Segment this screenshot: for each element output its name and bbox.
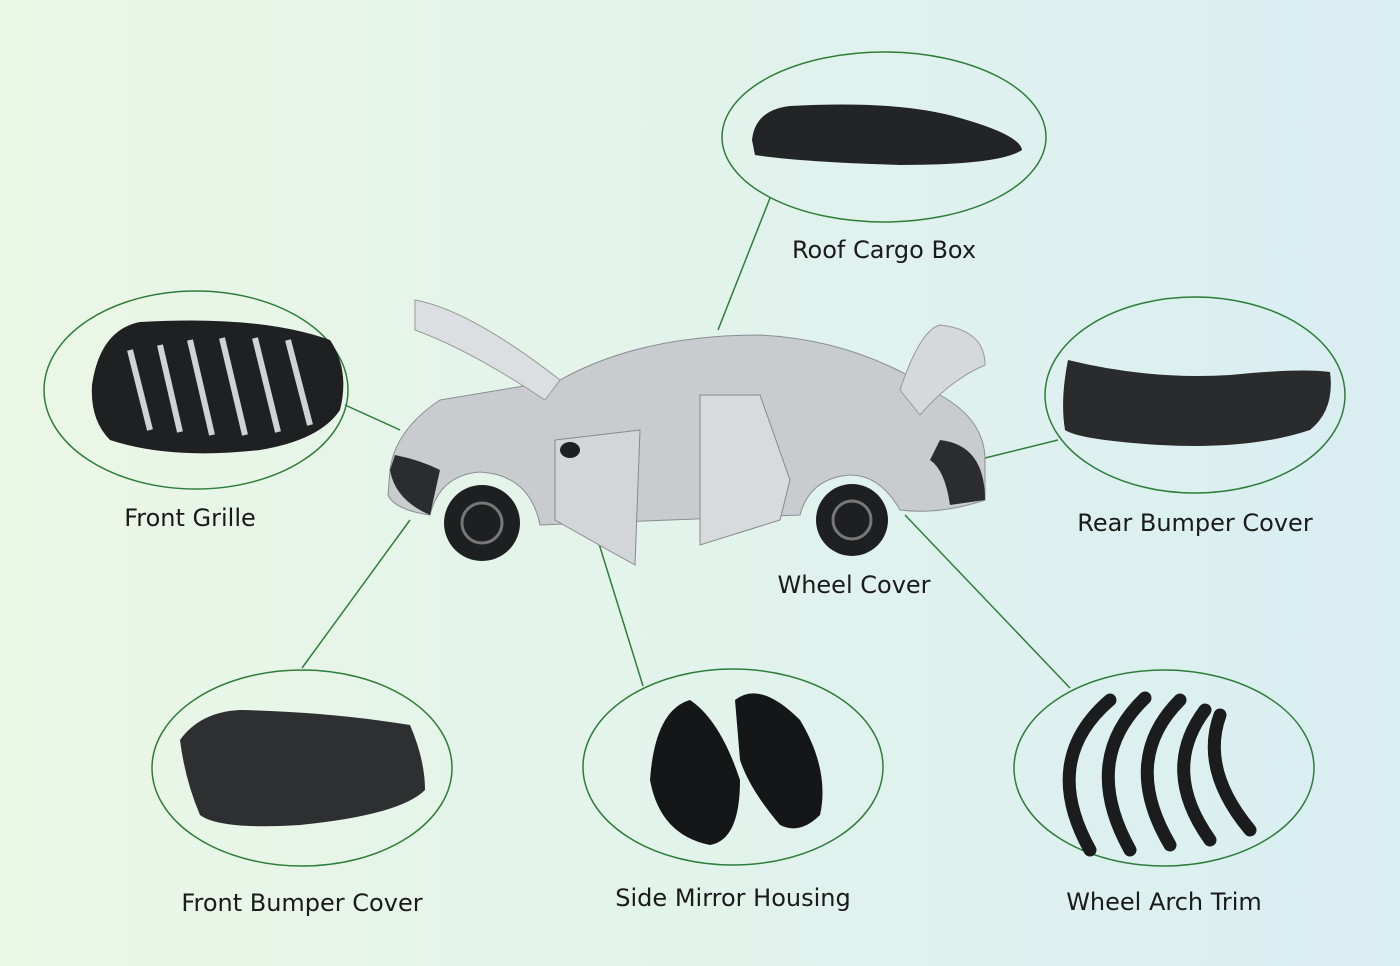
connector-rear [984,439,1059,459]
ellipse-rear [1044,296,1346,494]
front-bumper-image [180,710,425,827]
label-roof-cargo-box: Roof Cargo Box [791,236,977,264]
label-side-mirror-housing: Side Mirror Housing [615,884,851,912]
side-mirror [560,442,580,458]
car-image [387,299,986,566]
rear-bumper-image [1063,360,1331,446]
connector-grille [344,404,401,431]
front-grille-image [91,320,344,454]
ellipse-mirror [582,668,884,866]
connector-front-bumper [301,519,411,669]
wheel-arch-trim-image [1062,691,1257,857]
front-wheel [444,485,520,561]
roof-cargo-box-image [752,104,1022,165]
ellipse-roof [721,51,1047,223]
ellipse-wheel-arch [1013,669,1315,867]
connector-roof [717,197,771,331]
ellipse-front-bumper [151,669,453,867]
rear-wheel [816,484,888,556]
label-front-bumper-cover: Front Bumper Cover [181,889,423,917]
connector-wheel-arch [904,514,1071,689]
ellipse-grille [43,290,349,490]
label-wheel-arch-trim: Wheel Arch Trim [1066,888,1262,916]
side-mirror-housing-image [650,693,823,845]
label-rear-bumper-cover: Rear Bumper Cover [1077,509,1313,537]
label-wheel-cover: Wheel Cover [777,571,931,599]
label-front-grille: Front Grille [124,504,256,532]
